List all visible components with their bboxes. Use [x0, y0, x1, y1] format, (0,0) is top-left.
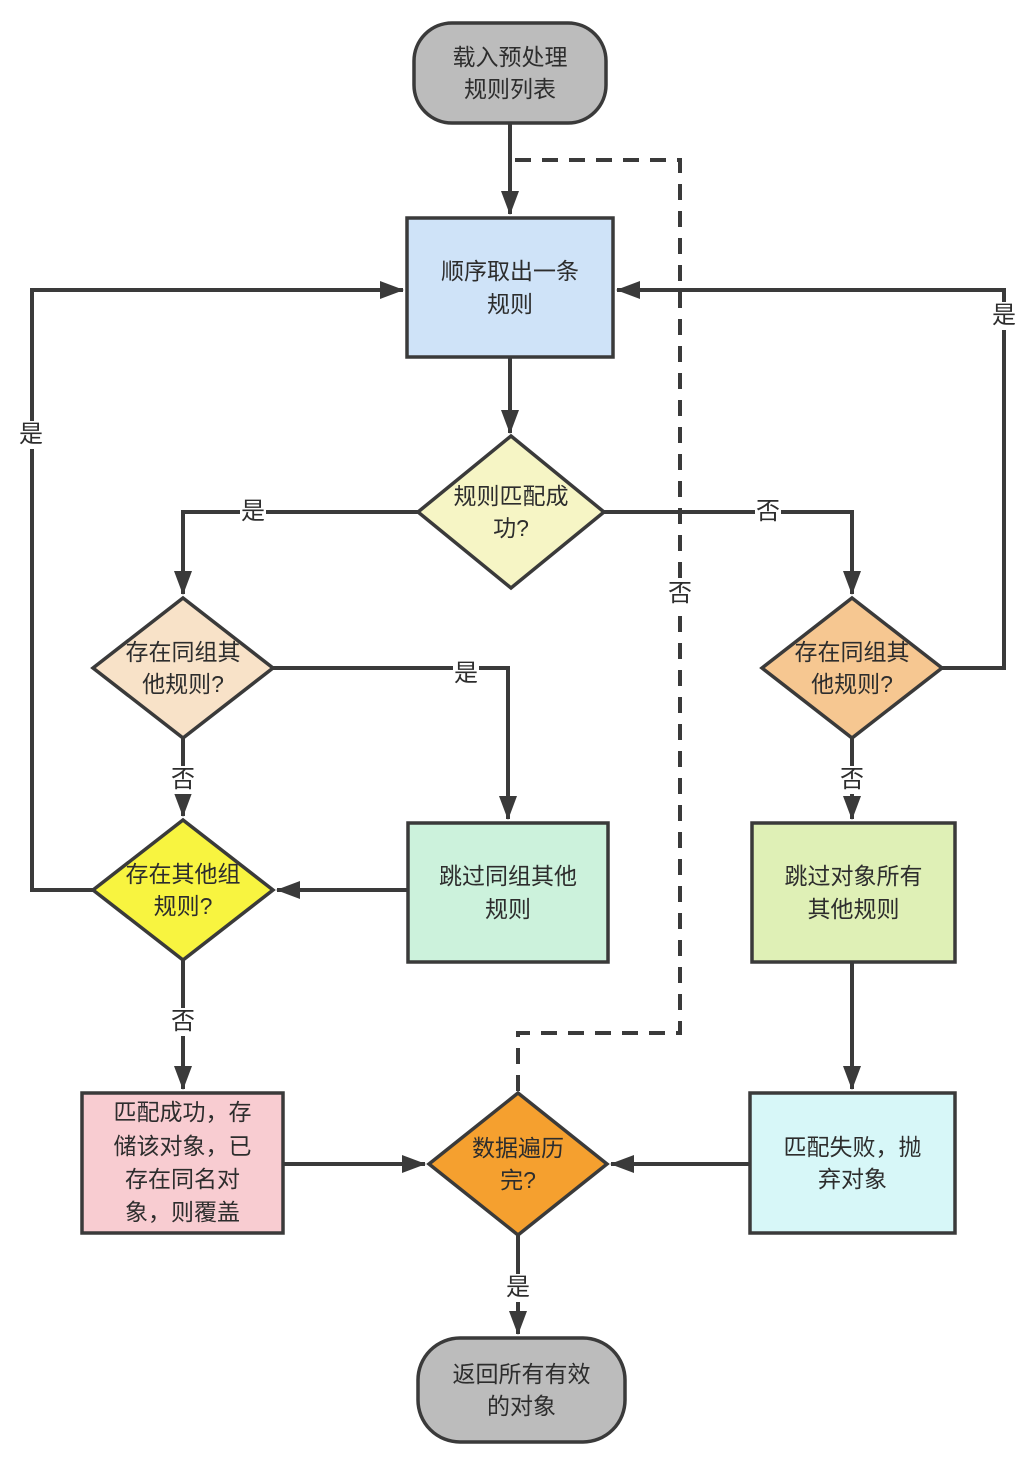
edge-other-group-yes-to-fetch: [30, 281, 404, 892]
edge-label-same-group-match-no: 否: [170, 766, 196, 794]
end-terminator-shape: [416, 1336, 627, 1444]
edge-label-data-traversed-no: 否: [667, 580, 693, 608]
edge-same-group-fail-yes-to-fetch: [616, 281, 1006, 670]
edge-label-same-group-fail-yes: 是: [991, 302, 1017, 330]
edge-label-rule-matched-yes: 是: [240, 498, 266, 526]
start-terminator-shape: [412, 21, 608, 125]
fetch-rule-process-shape: [405, 216, 615, 359]
same-group-match-decision-shape: [90, 595, 276, 741]
edge-label-rule-matched-no: 否: [755, 498, 781, 526]
edge-rule-matched-yes: [174, 510, 420, 595]
edge-label-other-group-yes: 是: [18, 421, 44, 449]
other-group-decision-shape: [90, 817, 276, 963]
store-object-process-shape: [80, 1091, 285, 1235]
edge-same-group-match-yes: [272, 666, 517, 820]
edge-label-other-group-no: 否: [170, 1008, 196, 1036]
same-group-fail-decision-shape: [759, 595, 945, 741]
edge-label-same-group-match-yes: 是: [453, 660, 479, 688]
skip-same-group-process-shape: [406, 821, 610, 964]
discard-object-process-shape: [748, 1091, 957, 1235]
skip-all-other-process-shape: [750, 821, 957, 964]
rule-matched-decision-shape: [415, 433, 607, 591]
edge-data-traversed-no-loop: [510, 158, 682, 1091]
edge-rule-matched-no: [602, 510, 861, 595]
edge-label-data-traversed-yes: 是: [505, 1274, 531, 1302]
data-traversed-decision-shape: [426, 1090, 610, 1238]
edge-label-same-group-fail-no: 否: [839, 766, 865, 794]
